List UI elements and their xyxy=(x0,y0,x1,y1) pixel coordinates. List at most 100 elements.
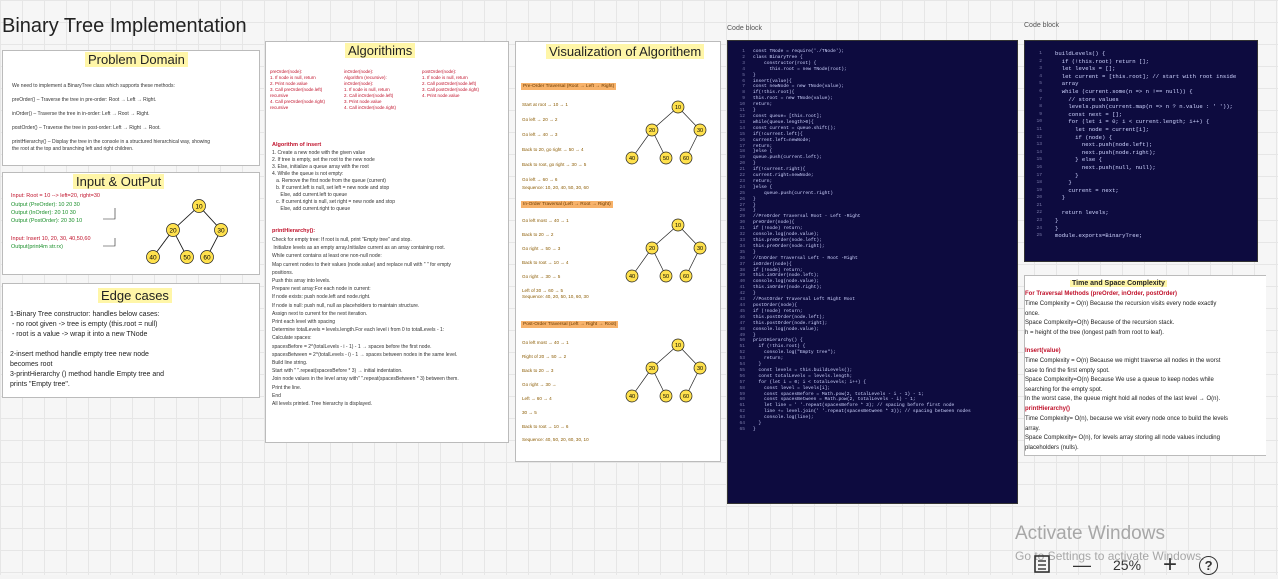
traversal-step: Go right → 30 → 5 xyxy=(522,274,561,279)
traversal-step: Go right → 50 → 3 xyxy=(522,246,561,251)
zoom-out-button[interactable]: — xyxy=(1073,554,1091,575)
algo-inorder: inOrder(node): Algorithm (recursive): in… xyxy=(344,69,397,110)
problem-domain-panel[interactable]: Problem Domain We need to implement a Bi… xyxy=(2,50,260,166)
tree-node-label: 30 xyxy=(697,246,703,252)
tree-node-label: 30 xyxy=(217,227,225,234)
tree-node xyxy=(214,223,228,237)
tree-node xyxy=(192,199,206,213)
traversal-step: Go left → 20 → 2 xyxy=(522,117,558,122)
tree-node xyxy=(200,250,214,264)
viz-postorder-title: Post-Order Traversal (Left → Right → Roo… xyxy=(521,321,619,328)
viz-preorder-title: Pre-Order Traversal (Root → Left → Right… xyxy=(521,83,617,90)
fit-page-button[interactable] xyxy=(1033,554,1051,577)
tree-node xyxy=(645,361,659,375)
complexity-insert-title: Insert(value) xyxy=(1025,348,1061,354)
tree-node xyxy=(645,241,659,255)
viz-inorder-seq: Sequence: 40, 20, 50, 10, 60, 30 xyxy=(522,294,589,299)
zoom-in-button[interactable]: + xyxy=(1163,551,1178,578)
io-insert: Input: Insert 10, 20, 30, 40,50,60 xyxy=(11,236,91,242)
traversal-step: Go left → 60 → 6 xyxy=(522,177,558,182)
tree-node-label: 20 xyxy=(649,366,655,372)
complexity-print-title: printHierarchy() xyxy=(1025,406,1071,412)
tree-node xyxy=(679,389,693,403)
complexity-insert-text: Time Complexity = O(n) Because we might … xyxy=(1025,358,1221,402)
code-block-2-line-numbers: 1 2 3 4 5 6 7 8 9 10 11 12 13 14 15 16 1… xyxy=(1036,51,1042,239)
tree-node xyxy=(180,250,194,264)
visualization-title: Visualization of Algorithem xyxy=(546,44,705,59)
tree-node-label: 60 xyxy=(683,394,689,400)
code-block-2-text: buildLevels() { if (!this.root) return [… xyxy=(1055,50,1237,240)
input-output-title: Input & OutPut xyxy=(73,174,165,189)
code-block-1-line-numbers: 1 2 3 4 5 6 7 8 9 10 11 12 13 14 15 16 1… xyxy=(739,49,745,432)
tree-node xyxy=(146,250,160,264)
tree-node-label: 30 xyxy=(697,366,703,372)
page-icon xyxy=(1034,554,1050,573)
tree-node xyxy=(679,151,693,165)
algo-insert-text: 1. Create a new node with the given valu… xyxy=(272,150,395,212)
traversal-step: Go left → 40 → 3 xyxy=(522,132,558,137)
tree-node xyxy=(671,100,685,114)
activate-windows-title: Activate Windows xyxy=(1015,523,1165,544)
tree-node xyxy=(693,123,707,137)
traversal-step: Left → 60 → 4 xyxy=(522,396,552,401)
traversal-step: Go right → 30 → xyxy=(522,382,557,387)
viz-inorder-title: In-Order Traversal (Left → Root → Right) xyxy=(521,201,613,208)
algo-preorder: preOrder(node): 1. If node is null, retu… xyxy=(270,69,326,110)
algorithms-title: Algorithims xyxy=(345,43,416,58)
traversal-step: Back to 20, go right → 50 → 4 xyxy=(522,147,584,152)
tree-node-label: 10 xyxy=(675,223,681,229)
input-output-panel[interactable]: Input & OutPut Input: Root = 10 --> left… xyxy=(2,172,260,275)
traversal-step: Start at root → 10 → 1 xyxy=(522,102,568,107)
traversal-step: Go left most → 40 → 1 xyxy=(522,218,569,223)
tree-node-label: 40 xyxy=(629,156,635,162)
io-out-in: Output (InOrder): 20 10 30 xyxy=(11,210,76,216)
visualization-panel[interactable]: Visualization of Algorithem Pre-Order Tr… xyxy=(515,41,721,462)
tree-node-label: 30 xyxy=(697,128,703,134)
algo-insert-title: Algorithm of insert xyxy=(272,142,322,148)
edge-cases-panel[interactable]: Edge cases 1-Binary Tree constructor: ha… xyxy=(2,283,260,398)
viz-postorder-seq: Sequence: 40, 50, 20, 60, 30, 10 xyxy=(522,437,589,442)
code-block-1-header: Code block xyxy=(727,25,763,32)
page-title: Binary Tree Implementation xyxy=(2,15,247,37)
tree-node xyxy=(625,389,639,403)
traversal-step: Back to 20 → 2 xyxy=(522,232,554,237)
activate-windows-subtitle: Go to Settings to activate Windows. xyxy=(1015,549,1205,563)
tree-node xyxy=(625,151,639,165)
problem-domain-title: Problem Domain xyxy=(85,52,188,67)
tree-node xyxy=(693,241,707,255)
tree-node xyxy=(645,123,659,137)
traversal-step: Back to 20 → 3 xyxy=(522,368,554,373)
help-button[interactable]: ? xyxy=(1199,555,1219,575)
traversal-step: Back to root → 10 → 6 xyxy=(522,424,569,429)
algo-postorder: postOrder(node): 1. If node is null, ret… xyxy=(422,69,480,98)
edge-cases-text: 1-Binary Tree constructor: handles below… xyxy=(10,311,165,388)
code-block-2[interactable]: 1 2 3 4 5 6 7 8 9 10 11 12 13 14 15 16 1… xyxy=(1024,40,1258,262)
traversal-step: Left of 30 → 60 → 5 xyxy=(522,288,564,293)
tree-node-label: 40 xyxy=(149,254,157,261)
algo-print-text: Check for empty tree: If root is null, p… xyxy=(272,237,459,408)
tree-node xyxy=(625,269,639,283)
tree-node xyxy=(671,218,685,232)
viz-preorder-seq: Sequence: 10, 20, 40, 50, 30, 60 xyxy=(522,185,589,190)
tree-node-label: 20 xyxy=(169,227,177,234)
tree-node xyxy=(659,151,673,165)
problem-domain-text: We need to implement a BinaryTree class … xyxy=(12,83,211,152)
complexity-title: Time and Space Complexity xyxy=(1070,280,1167,287)
tree-node-label: 60 xyxy=(203,254,211,261)
tree-node-label: 50 xyxy=(663,156,669,162)
algorithms-panel[interactable]: Algorithims preOrder(node): 1. If node i… xyxy=(265,41,509,443)
tree-node-label: 40 xyxy=(629,274,635,280)
code-block-1[interactable]: 1 2 3 4 5 6 7 8 9 10 11 12 13 14 15 16 1… xyxy=(727,40,1018,504)
tree-node-label: 20 xyxy=(649,246,655,252)
traversal-step: Go left most → 40 → 1 xyxy=(522,340,569,345)
complexity-panel[interactable]: Time and Space Complexity For Traversal … xyxy=(1024,275,1266,456)
tree-node-label: 60 xyxy=(683,156,689,162)
tree-node-label: 60 xyxy=(683,274,689,280)
tree-node xyxy=(693,361,707,375)
tree-node xyxy=(671,338,685,352)
